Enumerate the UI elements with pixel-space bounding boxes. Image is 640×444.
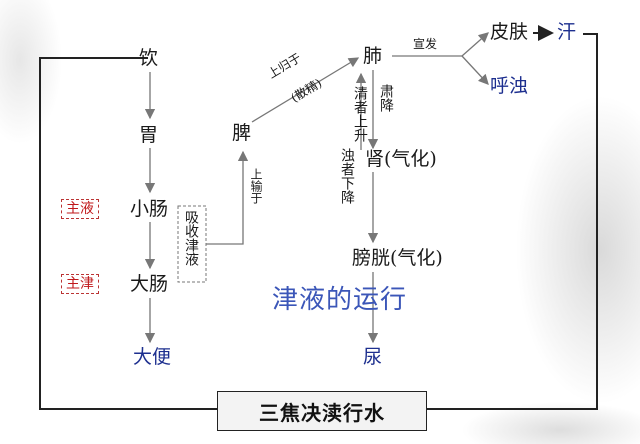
node-spleen: 脾 [232,122,252,144]
node-sweat: 汗 [557,21,577,43]
label-absorb: 吸收津液 [183,210,199,266]
label-diffuse: 宣发 [413,37,438,51]
node-stomach: 胃 [139,124,159,146]
label-transport-up: 上输于 [249,168,263,204]
label-turbid-descend: 浊者下降 [339,148,355,204]
label-clear-ascend: 清者上升 [352,86,368,142]
footer-title: 三焦决渎行水 [217,391,427,431]
tag-main-ye: 主液 [61,199,99,219]
arrow-lung-skin [461,32,489,57]
node-skin: 皮肤 [490,21,529,43]
node-urine: 尿 [363,346,383,368]
node-bladder: 膀胱(气化) [352,247,443,269]
footer-title-text: 三焦决渎行水 [259,400,385,425]
node-drink: 饮 [139,47,159,69]
arrow-spleen-lung [251,57,360,123]
node-large-intestine: 大肠 [130,273,169,295]
label-descend: 肃降 [378,84,394,112]
node-stool: 大便 [133,346,172,368]
arrow-absorb-spleen [206,150,249,245]
node-lung: 肺 [363,45,383,67]
arrow-lung-exhale [461,55,489,85]
sanjiao-frame [39,33,598,410]
tag-main-jin: 主津 [61,274,99,294]
node-small-intestine: 小肠 [130,198,169,220]
node-kidney: 肾(气化) [365,148,437,170]
diagram-heading: 津液的运行 [272,285,408,315]
node-exhale: 呼浊 [490,75,529,97]
